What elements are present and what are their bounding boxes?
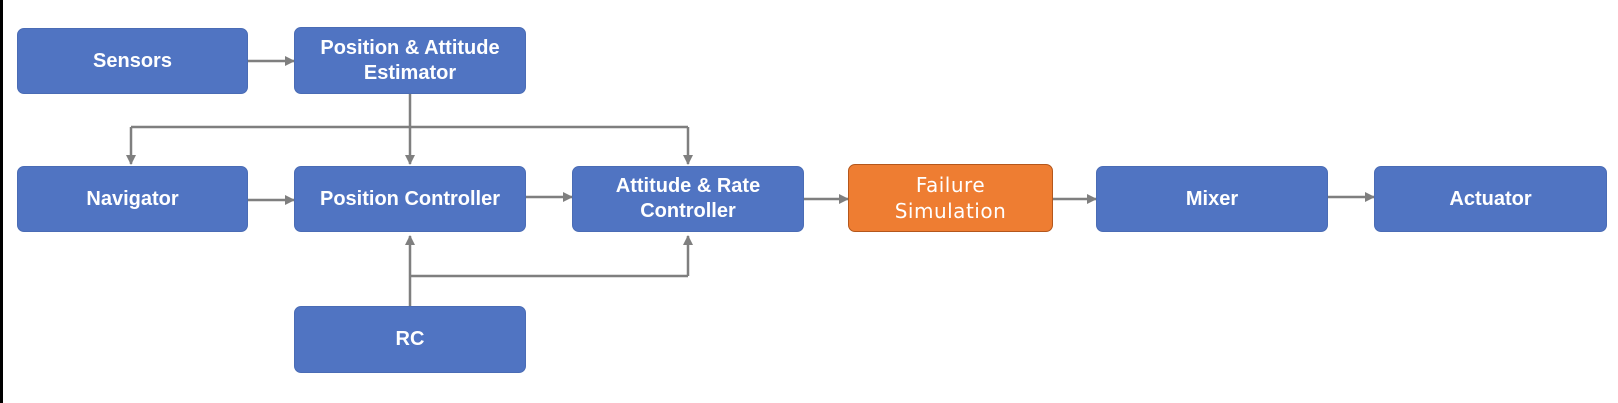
node-position-attitude-estimator: Position & Attitude Estimator (294, 27, 526, 94)
node-navigator: Navigator (17, 166, 248, 232)
node-actuator: Actuator (1374, 166, 1607, 232)
node-failure-simulation: Failure Simulation (848, 164, 1053, 232)
node-sensors: Sensors (17, 28, 248, 94)
node-attitude-rate-controller: Attitude & Rate Controller (572, 166, 804, 232)
left-edge-border (0, 0, 3, 403)
node-mixer: Mixer (1096, 166, 1328, 232)
node-position-controller: Position Controller (294, 166, 526, 232)
node-rc: RC (294, 306, 526, 373)
